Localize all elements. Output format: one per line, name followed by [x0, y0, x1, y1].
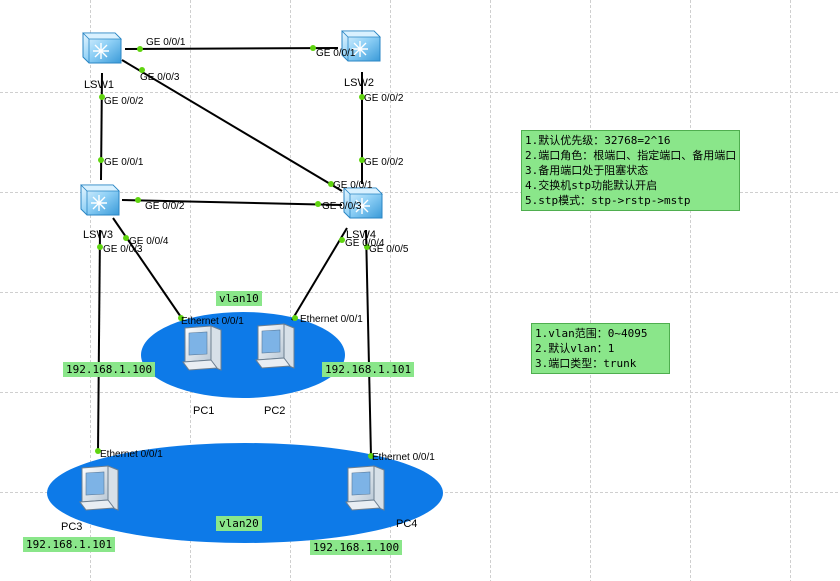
switch-label: LSW2 [344, 77, 374, 89]
vlan20-cloud [47, 443, 443, 543]
ip-pc3: 192.168.1.101 [23, 537, 116, 552]
stp-note-line: 2.端口角色：根端口、指定端口、备用端口 [525, 149, 737, 162]
port-label: GE 0/0/1 [146, 37, 186, 48]
ip-pc2: 192.168.1.101 [322, 362, 415, 377]
switch-lsw3[interactable]: LSW3 [80, 184, 120, 241]
port-label: Ethernet 0/0/1 [300, 314, 363, 325]
switch-label: LSW3 [83, 229, 113, 241]
vlan-notes: 1.vlan范围：0~4095 2.默认vlan：1 3.端口类型：trunk [531, 323, 670, 374]
pc-pc3[interactable]: PC3 [61, 465, 119, 533]
vlan-note-line: 1.vlan范围：0~4095 [535, 327, 648, 340]
port-label: GE 0/0/3 [322, 201, 362, 212]
port-label: GE 0/0/1 [316, 48, 356, 59]
stp-note-line: 1.默认优先级：32768=2^16 [525, 134, 671, 147]
port-label: Ethernet 0/0/1 [100, 449, 163, 460]
pc-pc1[interactable]: PC1 [182, 325, 222, 417]
pc-label: PC1 [193, 405, 214, 417]
port-labels: GE 0/0/1 GE 0/0/3 GE 0/0/2 GE 0/0/1 GE 0… [100, 37, 435, 463]
port-label: GE 0/0/5 [369, 244, 409, 255]
ip-pc4: 192.168.1.100 [310, 540, 403, 555]
port-label: Ethernet 0/0/1 [372, 452, 435, 463]
stp-note-line: 4.交换机stp功能默认开启 [525, 179, 658, 192]
vlan20-tag: vlan20 [216, 516, 262, 531]
pc-label: PC3 [61, 521, 82, 533]
port-label: GE 0/0/2 [364, 93, 404, 104]
pc-icon [182, 325, 222, 371]
stp-note-line: 3.备用端口处于阻塞状态 [525, 164, 649, 177]
port-label: GE 0/0/2 [364, 157, 404, 168]
port-label: GE 0/0/3 [103, 244, 143, 255]
stp-note-line: 5.stp模式：stp->rstp->mstp [525, 194, 691, 207]
link-sw4-pc2[interactable] [291, 227, 348, 321]
ip-pc1: 192.168.1.100 [63, 362, 156, 377]
port-label: GE 0/0/2 [145, 201, 185, 212]
switch-lsw1[interactable]: LSW1 [82, 32, 122, 91]
port-dots [95, 45, 374, 459]
vlan-note-line: 3.端口类型：trunk [535, 357, 637, 370]
pc-pc2[interactable]: PC2 [255, 323, 295, 417]
pc-label: PC2 [264, 405, 285, 417]
link-sw4-pc4[interactable] [365, 229, 372, 458]
port-label: GE 0/0/4 [129, 236, 169, 247]
port-label: GE 0/0/4 [345, 238, 385, 249]
vlan-note-line: 2.默认vlan：1 [535, 342, 615, 355]
switch-label: LSW1 [84, 79, 114, 91]
port-label: GE 0/0/3 [140, 72, 180, 83]
pc-icon [345, 465, 385, 511]
switch-label: LSW4 [346, 229, 376, 241]
port-label: GE 0/0/1 [104, 157, 144, 168]
pc-label: PC4 [396, 518, 417, 530]
link-sw1-sw2[interactable] [124, 47, 339, 50]
port-label: GE 0/0/2 [104, 96, 144, 107]
link-sw3-pc3[interactable] [97, 229, 101, 453]
switch-lsw4[interactable]: LSW4 [343, 187, 383, 241]
port-label: Ethernet 0/0/1 [181, 316, 244, 327]
switch-lsw2[interactable]: LSW2 [341, 30, 381, 89]
switch-icon [82, 32, 122, 64]
vlan10-tag: vlan10 [216, 291, 262, 306]
switch-icon [80, 184, 120, 216]
stp-notes: 1.默认优先级：32768=2^16 2.端口角色：根端口、指定端口、备用端口 … [521, 130, 741, 211]
link-sw3-pc1[interactable] [112, 217, 184, 321]
port-label: GE 0/0/1 [333, 180, 373, 191]
pc-pc4[interactable]: PC4 [345, 465, 417, 530]
pc-icon [79, 465, 119, 511]
link-sw1-sw4[interactable] [121, 59, 343, 192]
pc-icon [255, 323, 295, 369]
link-sw3-sw4[interactable] [121, 199, 343, 206]
